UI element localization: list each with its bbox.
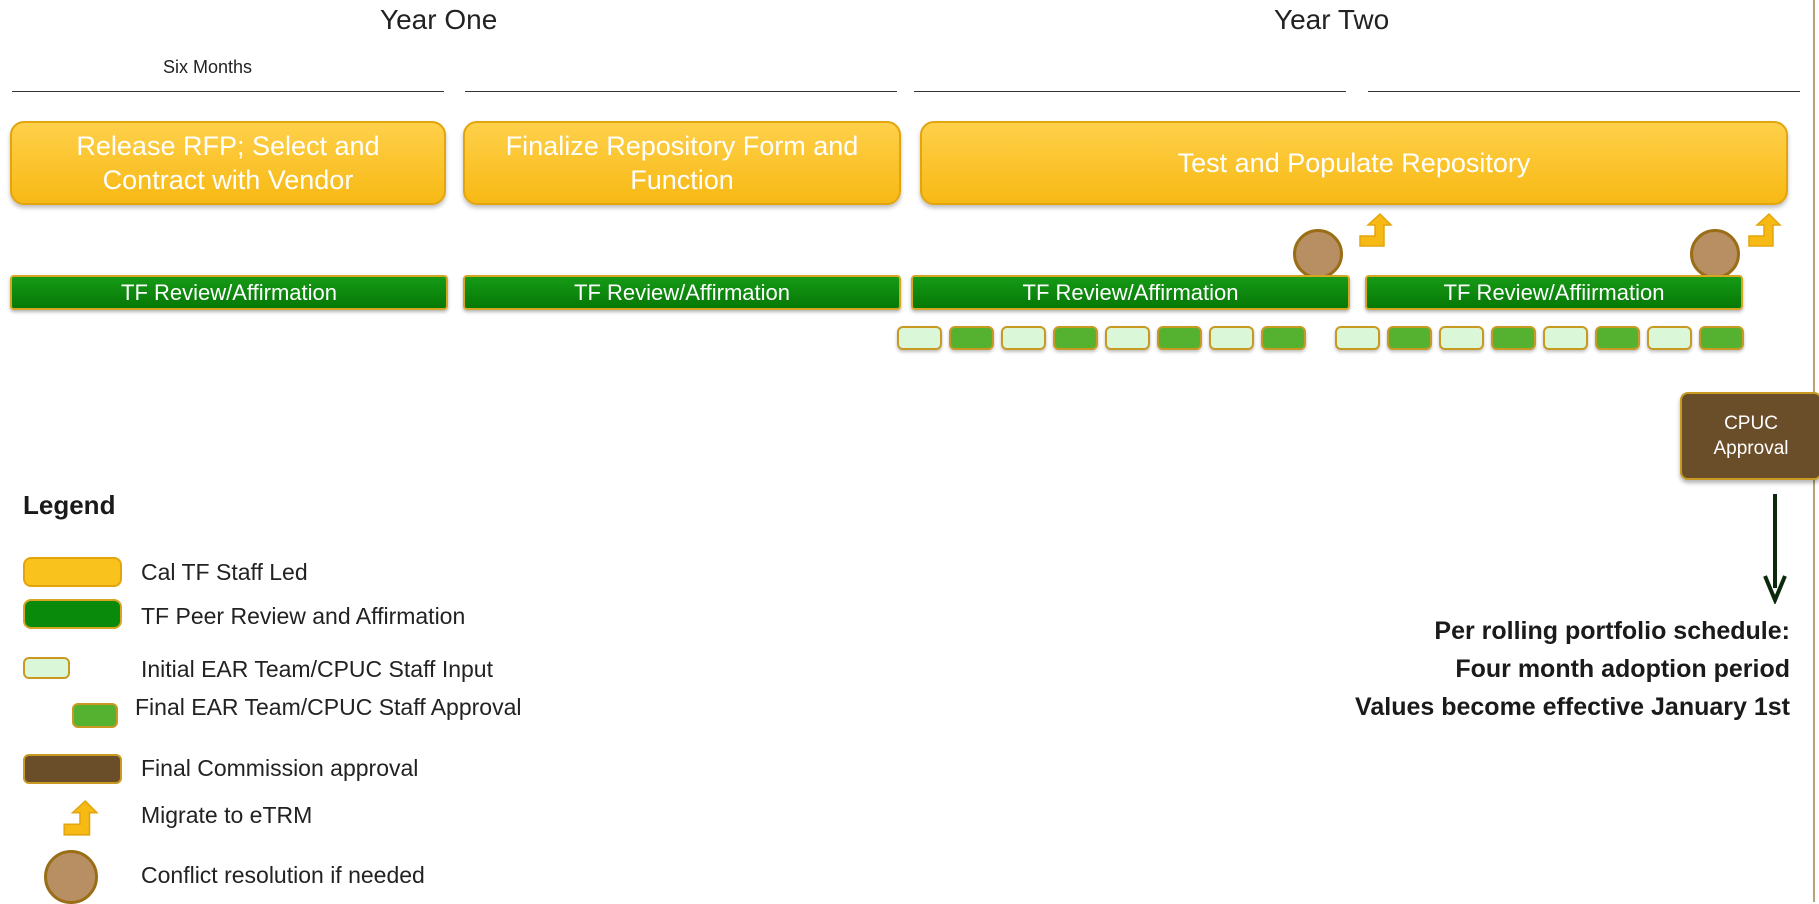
period-rule-2 bbox=[465, 91, 897, 92]
final-approval-box bbox=[1699, 326, 1744, 350]
initial-input-box bbox=[1105, 326, 1150, 350]
legend-label-conflict: Conflict resolution if needed bbox=[141, 862, 425, 888]
cpuc-line2: Approval bbox=[1713, 438, 1789, 459]
review-bar-1: TF Review/Affirmation bbox=[10, 275, 448, 310]
phase-finalize: Finalize Repository Form and Function bbox=[463, 121, 901, 205]
legend-title: Legend bbox=[23, 490, 116, 520]
cpuc-line1: CPUC bbox=[1724, 413, 1778, 434]
legend-migrate-arrow-icon bbox=[63, 800, 99, 836]
legend-label-commission: Final Commission approval bbox=[141, 755, 419, 781]
initial-input-box bbox=[1335, 326, 1380, 350]
year-two-header: Year Two bbox=[1274, 4, 1390, 35]
legend-swatch-peer-review bbox=[23, 599, 122, 629]
final-approval-box bbox=[1595, 326, 1640, 350]
migrate-arrow-icon bbox=[1748, 212, 1782, 247]
legend-label-staff-led: Cal TF Staff Led bbox=[141, 559, 308, 585]
schedule-note-3: Values become effective January 1st bbox=[1355, 693, 1790, 721]
schedule-note-1: Per rolling portfolio schedule: bbox=[1434, 617, 1790, 645]
phase-finalize-line1: Finalize Repository Form and bbox=[505, 131, 859, 161]
period-rule-4 bbox=[1368, 91, 1800, 92]
initial-input-box bbox=[1543, 326, 1588, 350]
initial-input-box bbox=[1647, 326, 1692, 350]
initial-input-box bbox=[897, 326, 942, 350]
phase-finalize-line2: Function bbox=[630, 165, 734, 195]
legend-swatch-staff-led bbox=[23, 557, 122, 587]
initial-input-box bbox=[1001, 326, 1046, 350]
final-approval-box bbox=[1261, 326, 1306, 350]
phase-rfp-line1: Release RFP; Select and bbox=[76, 131, 380, 161]
year-one-header: Year One bbox=[380, 4, 498, 35]
final-approval-box bbox=[1157, 326, 1202, 350]
phase-test-populate: Test and Populate Repository bbox=[920, 121, 1788, 205]
initial-input-box bbox=[1209, 326, 1254, 350]
legend-label-initial-input: Initial EAR Team/CPUC Staff Input bbox=[141, 656, 493, 682]
review-bar-3: TF Review/Affirmation bbox=[911, 275, 1350, 310]
final-approval-box bbox=[1387, 326, 1432, 350]
period-rule-1 bbox=[12, 91, 444, 92]
legend-swatch-final-approval bbox=[72, 703, 118, 728]
legend-swatch-initial-input bbox=[23, 657, 70, 679]
legend-conflict-circle-icon bbox=[44, 850, 98, 904]
final-approval-box bbox=[949, 326, 994, 350]
final-approval-box bbox=[1491, 326, 1536, 350]
legend-swatch-commission bbox=[23, 754, 122, 784]
legend-label-final-approval: Final EAR Team/CPUC Staff Approval bbox=[135, 694, 522, 720]
schedule-note-2: Four month adoption period bbox=[1455, 655, 1790, 683]
cpuc-approval-box: CPUC Approval bbox=[1680, 392, 1819, 480]
legend-label-migrate: Migrate to eTRM bbox=[141, 802, 313, 828]
period-rule-3 bbox=[914, 91, 1346, 92]
phase-test-line1: Test and Populate Repository bbox=[1177, 148, 1531, 178]
final-approval-box bbox=[1053, 326, 1098, 350]
legend-label-peer-review: TF Peer Review and Affirmation bbox=[141, 603, 466, 629]
conflict-circle-icon bbox=[1293, 229, 1343, 279]
phase-rfp: Release RFP; Select and Contract with Ve… bbox=[10, 121, 446, 205]
initial-input-box bbox=[1439, 326, 1484, 350]
down-arrow-icon bbox=[1763, 494, 1787, 604]
phase-rfp-line2: Contract with Vendor bbox=[102, 165, 354, 195]
conflict-circle-icon bbox=[1690, 229, 1740, 279]
review-bar-2: TF Review/Affirmation bbox=[463, 275, 901, 310]
six-months-label: Six Months bbox=[163, 57, 253, 77]
review-bar-4: TF Review/Affiirmation bbox=[1365, 275, 1743, 310]
migrate-arrow-icon bbox=[1359, 212, 1393, 247]
